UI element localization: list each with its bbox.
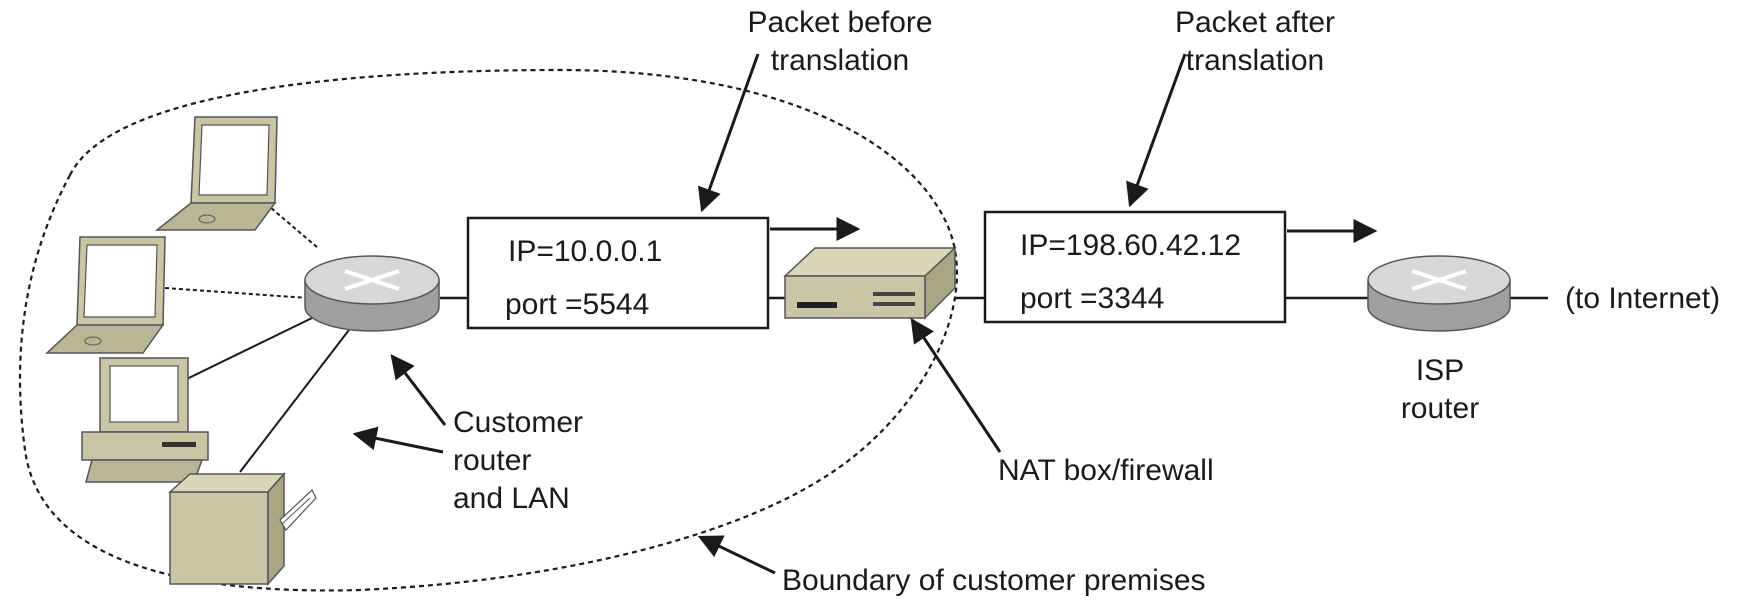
laptop-icon	[45, 236, 166, 354]
router-icon	[1367, 255, 1511, 332]
isp-router-label: ISP router	[1390, 352, 1490, 428]
to-internet-label: (to Internet)	[1565, 282, 1721, 315]
nat-box-callout-arrow	[910, 318, 1002, 453]
packet-after-label-line2: translation	[1185, 44, 1325, 77]
isp-router-label-line1: ISP	[1415, 354, 1465, 387]
packet-after-label: Packet after translation	[1135, 4, 1375, 80]
boundary-callout-arrow	[697, 535, 776, 575]
printer-icon	[168, 472, 317, 586]
packet-before-callout-arrow	[698, 53, 760, 213]
customer-router-label: Customer router and LAN	[453, 404, 583, 518]
router-icon	[304, 255, 440, 332]
desktop-computer-icon	[81, 357, 209, 483]
customer-router-label-line1: Customer	[453, 406, 584, 439]
packet-after-label-line1: Packet after	[1174, 6, 1336, 39]
customer-router-callout-arrow	[390, 354, 447, 426]
customer-lan-callout-arrow	[352, 426, 444, 454]
nat-box-label: NAT box/firewall	[998, 454, 1214, 487]
packet-before-label-line1: Packet before	[747, 6, 933, 39]
packet-after-ip: IP=198.60.42.12	[1020, 229, 1242, 262]
customer-router-label-line3: and LAN	[453, 482, 570, 515]
nat-box-icon	[783, 246, 957, 320]
packet-before-ip: IP=10.0.0.1	[508, 235, 663, 268]
packet-after-port: port =3344	[1020, 282, 1165, 315]
packet-after-box	[983, 210, 1287, 324]
packet-after-callout-arrow	[1126, 53, 1187, 208]
isp-router-label-line2: router	[1400, 392, 1480, 425]
packet-before-port: port =5544	[505, 288, 650, 321]
packet-before-label: Packet before translation	[715, 4, 965, 80]
packet-before-label-line2: translation	[770, 44, 910, 77]
printer-link	[239, 325, 353, 473]
boundary-label: Boundary of customer premises	[782, 564, 1206, 597]
customer-premises-boundary	[18, 68, 959, 592]
laptop2-link	[164, 287, 309, 299]
packet-before-box	[466, 216, 770, 330]
customer-router-label-line2: router	[453, 444, 532, 477]
laptop-icon	[154, 116, 278, 231]
